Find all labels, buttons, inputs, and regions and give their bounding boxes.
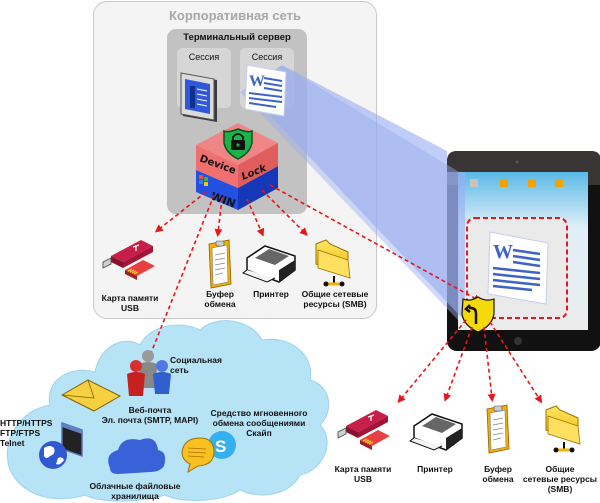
mobile-printer-icon — [408, 413, 463, 451]
protocols-label: HTTP/HTTPS FTP/FTPS Telnet — [0, 418, 53, 448]
corp-usb-memory-card-icon — [102, 240, 155, 280]
mobile-smb-label: Общие сетевые ресурсы (SMB) — [522, 464, 598, 494]
tablet-arrows — [397, 319, 543, 404]
cloud-storage-label: Облачные файловые хранилища — [89, 481, 181, 501]
mobile-printer-label: Принтер — [417, 464, 453, 474]
mobile-network-folder-icon — [545, 405, 581, 453]
internet-cloud — [6, 320, 330, 502]
globe-terminal-icon — [39, 421, 83, 469]
corp-clipboard-label: Буфер обмена — [204, 289, 236, 309]
email-label: Веб-почта Эл. почта (SMTP, MAPI) — [101, 405, 199, 425]
session-word-document-icon: W — [244, 64, 287, 117]
email-envelope-icon — [60, 379, 122, 412]
mobile-usb-label: Карта памяти USB — [334, 464, 392, 484]
social-network-icon — [127, 350, 171, 396]
corp-printer-label: Принтер — [253, 289, 289, 299]
corp-clipboard-icon — [208, 239, 232, 289]
lock-shield-icon — [223, 128, 253, 160]
corp-printer-icon — [241, 245, 296, 283]
redirect-shield-icon — [461, 296, 495, 333]
corp-usb-label: Карта памяти USB — [101, 293, 159, 313]
terminal-server-title: Терминальный сервер — [183, 32, 291, 43]
mobile-clipboard-icon — [486, 404, 510, 454]
session-projection-beam — [246, 65, 465, 320]
app-window-icon — [180, 72, 217, 122]
social-network-label: Социальная сеть — [170, 355, 222, 375]
session-2-label: Сессия — [251, 52, 283, 62]
mobile-clipboard-label: Буфер обмена — [482, 464, 514, 484]
mobile-usb-memory-card-icon — [337, 410, 390, 450]
windows-logo-icon — [199, 175, 208, 186]
cloud-storage-icon — [108, 438, 166, 474]
session-1-label: Сессия — [188, 52, 220, 62]
svg-text:W: W — [249, 73, 265, 90]
chat-skype-icon: S — [181, 431, 236, 474]
svg-text:W: W — [493, 241, 513, 263]
corporate-network-title: Корпоративная сеть — [168, 8, 302, 23]
corp-smb-label: Общие сетевые ресурсы (SMB) — [301, 289, 369, 309]
instant-messaging-label: Средство мгновенного обмена сообщениями … — [210, 408, 308, 438]
corporate-arrows — [146, 184, 482, 362]
corp-network-folder-icon — [315, 239, 351, 287]
tablet-word-document-icon: W — [487, 231, 549, 305]
svg-text:S: S — [215, 437, 226, 456]
